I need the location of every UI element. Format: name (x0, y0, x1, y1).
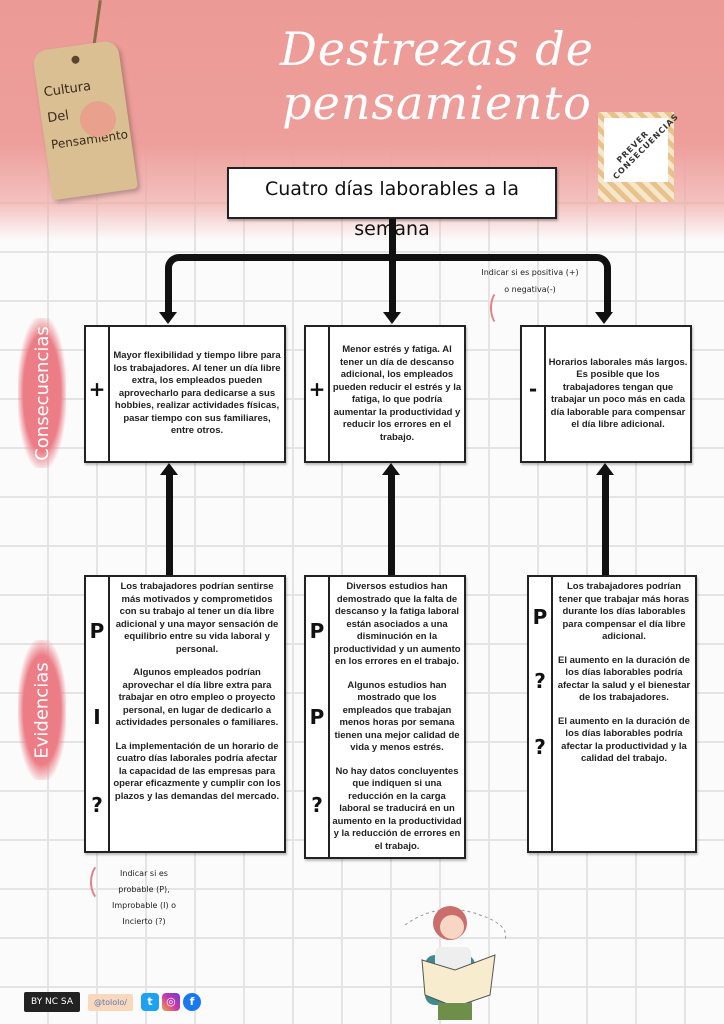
probability-mark: P (309, 705, 325, 729)
evidence-text: Algunos empleados podrían aprovechar el … (115, 667, 279, 728)
arrow-down-icon (159, 312, 177, 324)
topic-box: Cuatro días laborables a la semana (227, 167, 557, 240)
probability-mark: ? (91, 793, 103, 817)
arrow-up-icon (596, 463, 614, 475)
consequence-box: + Menor estrés y fatiga. Al tener un día… (304, 325, 466, 463)
probability-hint: Indicar si es probable (P), Improbable (… (106, 866, 182, 930)
sign-hint: Indicar si es positiva (+) o negativa(-) (478, 264, 582, 298)
evidence-box: P P ? Diversos estudios han demostrado q… (304, 575, 466, 859)
evidence-box: P I ? Los trabajadores podrían sentirse … (84, 575, 286, 853)
sign-badge: - (528, 377, 538, 401)
evidence-label: Evidencias (31, 661, 53, 759)
connector (389, 254, 396, 314)
cc-license-badge[interactable]: BY NC SA (24, 992, 80, 1012)
instagram-icon[interactable]: ◎ (161, 993, 180, 1011)
sign-badge: + (88, 377, 106, 401)
probability-mark: P (89, 619, 105, 643)
facebook-icon[interactable]: f (182, 993, 201, 1011)
consequences-label-bg: Consecuencias (18, 318, 66, 468)
footer: BY NC SA @tololo/ t ◎ f (24, 992, 201, 1012)
hint-arrow-icon (90, 862, 116, 902)
arrow-up-icon (160, 463, 178, 475)
hint-line: Indicar si es (120, 869, 168, 878)
author-handle[interactable]: @tololo/ (88, 993, 133, 1011)
probability-mark: ? (311, 793, 323, 817)
consequence-text: Mayor flexibilidad y tiempo libre para l… (113, 350, 281, 437)
connector-bar (165, 254, 611, 314)
evidence-text: El aumento en la duración de los días la… (557, 654, 691, 704)
probability-mark: ? (534, 669, 546, 693)
probability-mark: P (309, 619, 325, 643)
connector (602, 474, 609, 575)
consequence-box: - Horarios laborales más largos. Es posi… (520, 325, 692, 463)
hint-arrow-icon (490, 290, 510, 326)
hint-line: probable (P), (118, 885, 170, 894)
arrow-down-icon (595, 312, 613, 324)
evidence-text: Los trabajadores podrían tener que traba… (558, 581, 690, 642)
evidence-text: La implementación de un horario de cuatr… (113, 740, 281, 802)
hint-line: o negativa(-) (504, 285, 556, 294)
hint-line: Incierto (?) (122, 917, 166, 926)
evidence-text: Algunos estudios han mostrado que los em… (334, 679, 460, 754)
connector (166, 474, 173, 575)
probability-mark: P (532, 605, 548, 629)
connector (389, 219, 396, 259)
consequence-box: + Mayor flexibilidad y tiempo libre para… (84, 325, 286, 463)
evidence-text: Diversos estudios han demostrado que la … (333, 581, 461, 667)
consequences-label: Consecuencias (31, 325, 53, 461)
evidence-text: No hay datos concluyentes que indiquen s… (332, 765, 462, 852)
evidence-label-bg: Evidencias (18, 640, 66, 780)
girl-with-map-illustration (404, 906, 507, 1020)
hint-line: Improbable (I) o (111, 901, 177, 910)
evidence-text: Los trabajadores podrían sentirse más mo… (115, 581, 279, 655)
probability-mark: ? (534, 735, 546, 759)
arrow-down-icon (383, 312, 401, 324)
evidence-text: El aumento en la duración de los días la… (558, 715, 690, 765)
skill-label: PREVER CONSECUENCIAS (611, 111, 681, 182)
consequence-text: Menor estrés y fatiga. Al tener un día d… (332, 344, 462, 443)
skill-polaroid: PREVER CONSECUENCIAS (598, 111, 681, 202)
page-title: Destrezas de pensamiento (280, 22, 594, 130)
sign-badge: + (308, 377, 326, 401)
probability-mark: I (93, 705, 101, 729)
connector (388, 474, 395, 575)
twitter-icon[interactable]: t (140, 993, 159, 1011)
arrow-up-icon (382, 463, 400, 475)
consequence-text: Horarios laborales más largos. Es posibl… (548, 356, 688, 431)
evidence-box: P ? ? Los trabajadores podrían tener que… (527, 575, 697, 853)
hint-line: Indicar si es positiva (+) (481, 268, 579, 277)
